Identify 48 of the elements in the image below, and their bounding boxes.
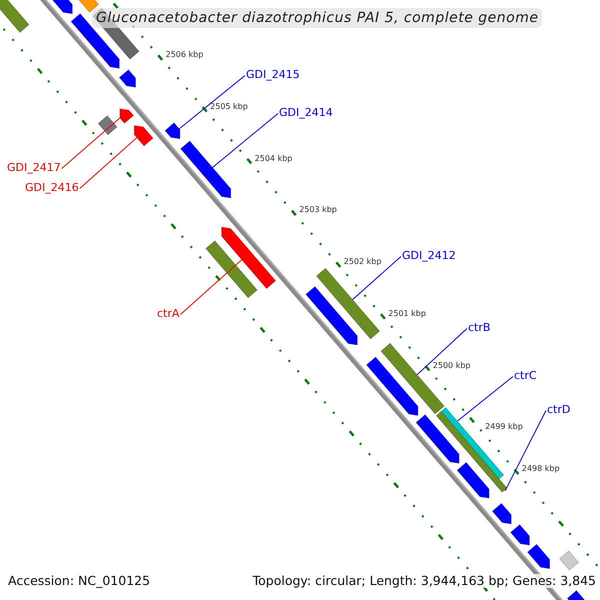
gene-feature	[456, 462, 490, 499]
gene-label: GDI_2416	[25, 181, 79, 194]
gene-feature	[559, 550, 579, 571]
gene-feature	[205, 240, 258, 298]
scale-label: 2500 kbp	[432, 360, 470, 371]
scale-label: 2506 kbp	[166, 50, 204, 60]
gene-feature	[492, 502, 512, 524]
gene-feature	[221, 226, 276, 289]
gene-feature	[134, 125, 154, 146]
gene-feature	[98, 115, 118, 136]
gene-feature	[510, 524, 530, 546]
gene-feature	[416, 414, 460, 464]
leader-line	[61, 118, 120, 169]
leader-line	[504, 410, 546, 492]
gene-feature	[527, 544, 550, 570]
accession-text: Accession: NC_010125	[8, 574, 150, 588]
gene-feature	[366, 356, 418, 416]
gene-feature	[120, 108, 134, 124]
leader-line	[352, 256, 402, 300]
gene-feature	[180, 140, 232, 198]
leader-line	[457, 376, 514, 422]
map-title: Gluconacetobacter diazotrophicus PAI 5, complete genome	[92, 8, 542, 28]
gene-label: ctrB	[468, 321, 490, 334]
scale-label: 2505 kbp	[210, 102, 248, 112]
scale-label: 2504 kbp	[254, 154, 292, 164]
scale-label: 2499 kbp	[485, 422, 523, 432]
scale-label: 2498 kbp	[522, 464, 560, 474]
gene-label: GDI_2417	[7, 161, 61, 174]
gene-label: GDI_2415	[246, 68, 300, 81]
gene-feature	[164, 122, 180, 140]
scale-label: 2502 kbp	[344, 257, 382, 268]
gene-label: ctrC	[514, 369, 537, 382]
leader-line	[79, 137, 138, 189]
leader-line	[178, 75, 246, 130]
gene-feature	[0, 0, 30, 33]
gene-label: GDI_2414	[279, 106, 333, 119]
scale-label: 2503 kbp	[299, 205, 337, 216]
gene-label: GDI_2412	[402, 249, 456, 262]
gene-feature	[118, 69, 136, 88]
leader-line	[212, 113, 278, 168]
leader-line	[180, 259, 242, 315]
gene-label: ctrA	[157, 307, 180, 320]
gene-feature	[305, 286, 358, 346]
scale-label: 2501 kbp	[388, 308, 426, 319]
leader-line	[416, 328, 468, 376]
gene-feature	[436, 411, 508, 493]
gene-feature	[316, 268, 380, 340]
gene-label: ctrD	[547, 403, 570, 416]
